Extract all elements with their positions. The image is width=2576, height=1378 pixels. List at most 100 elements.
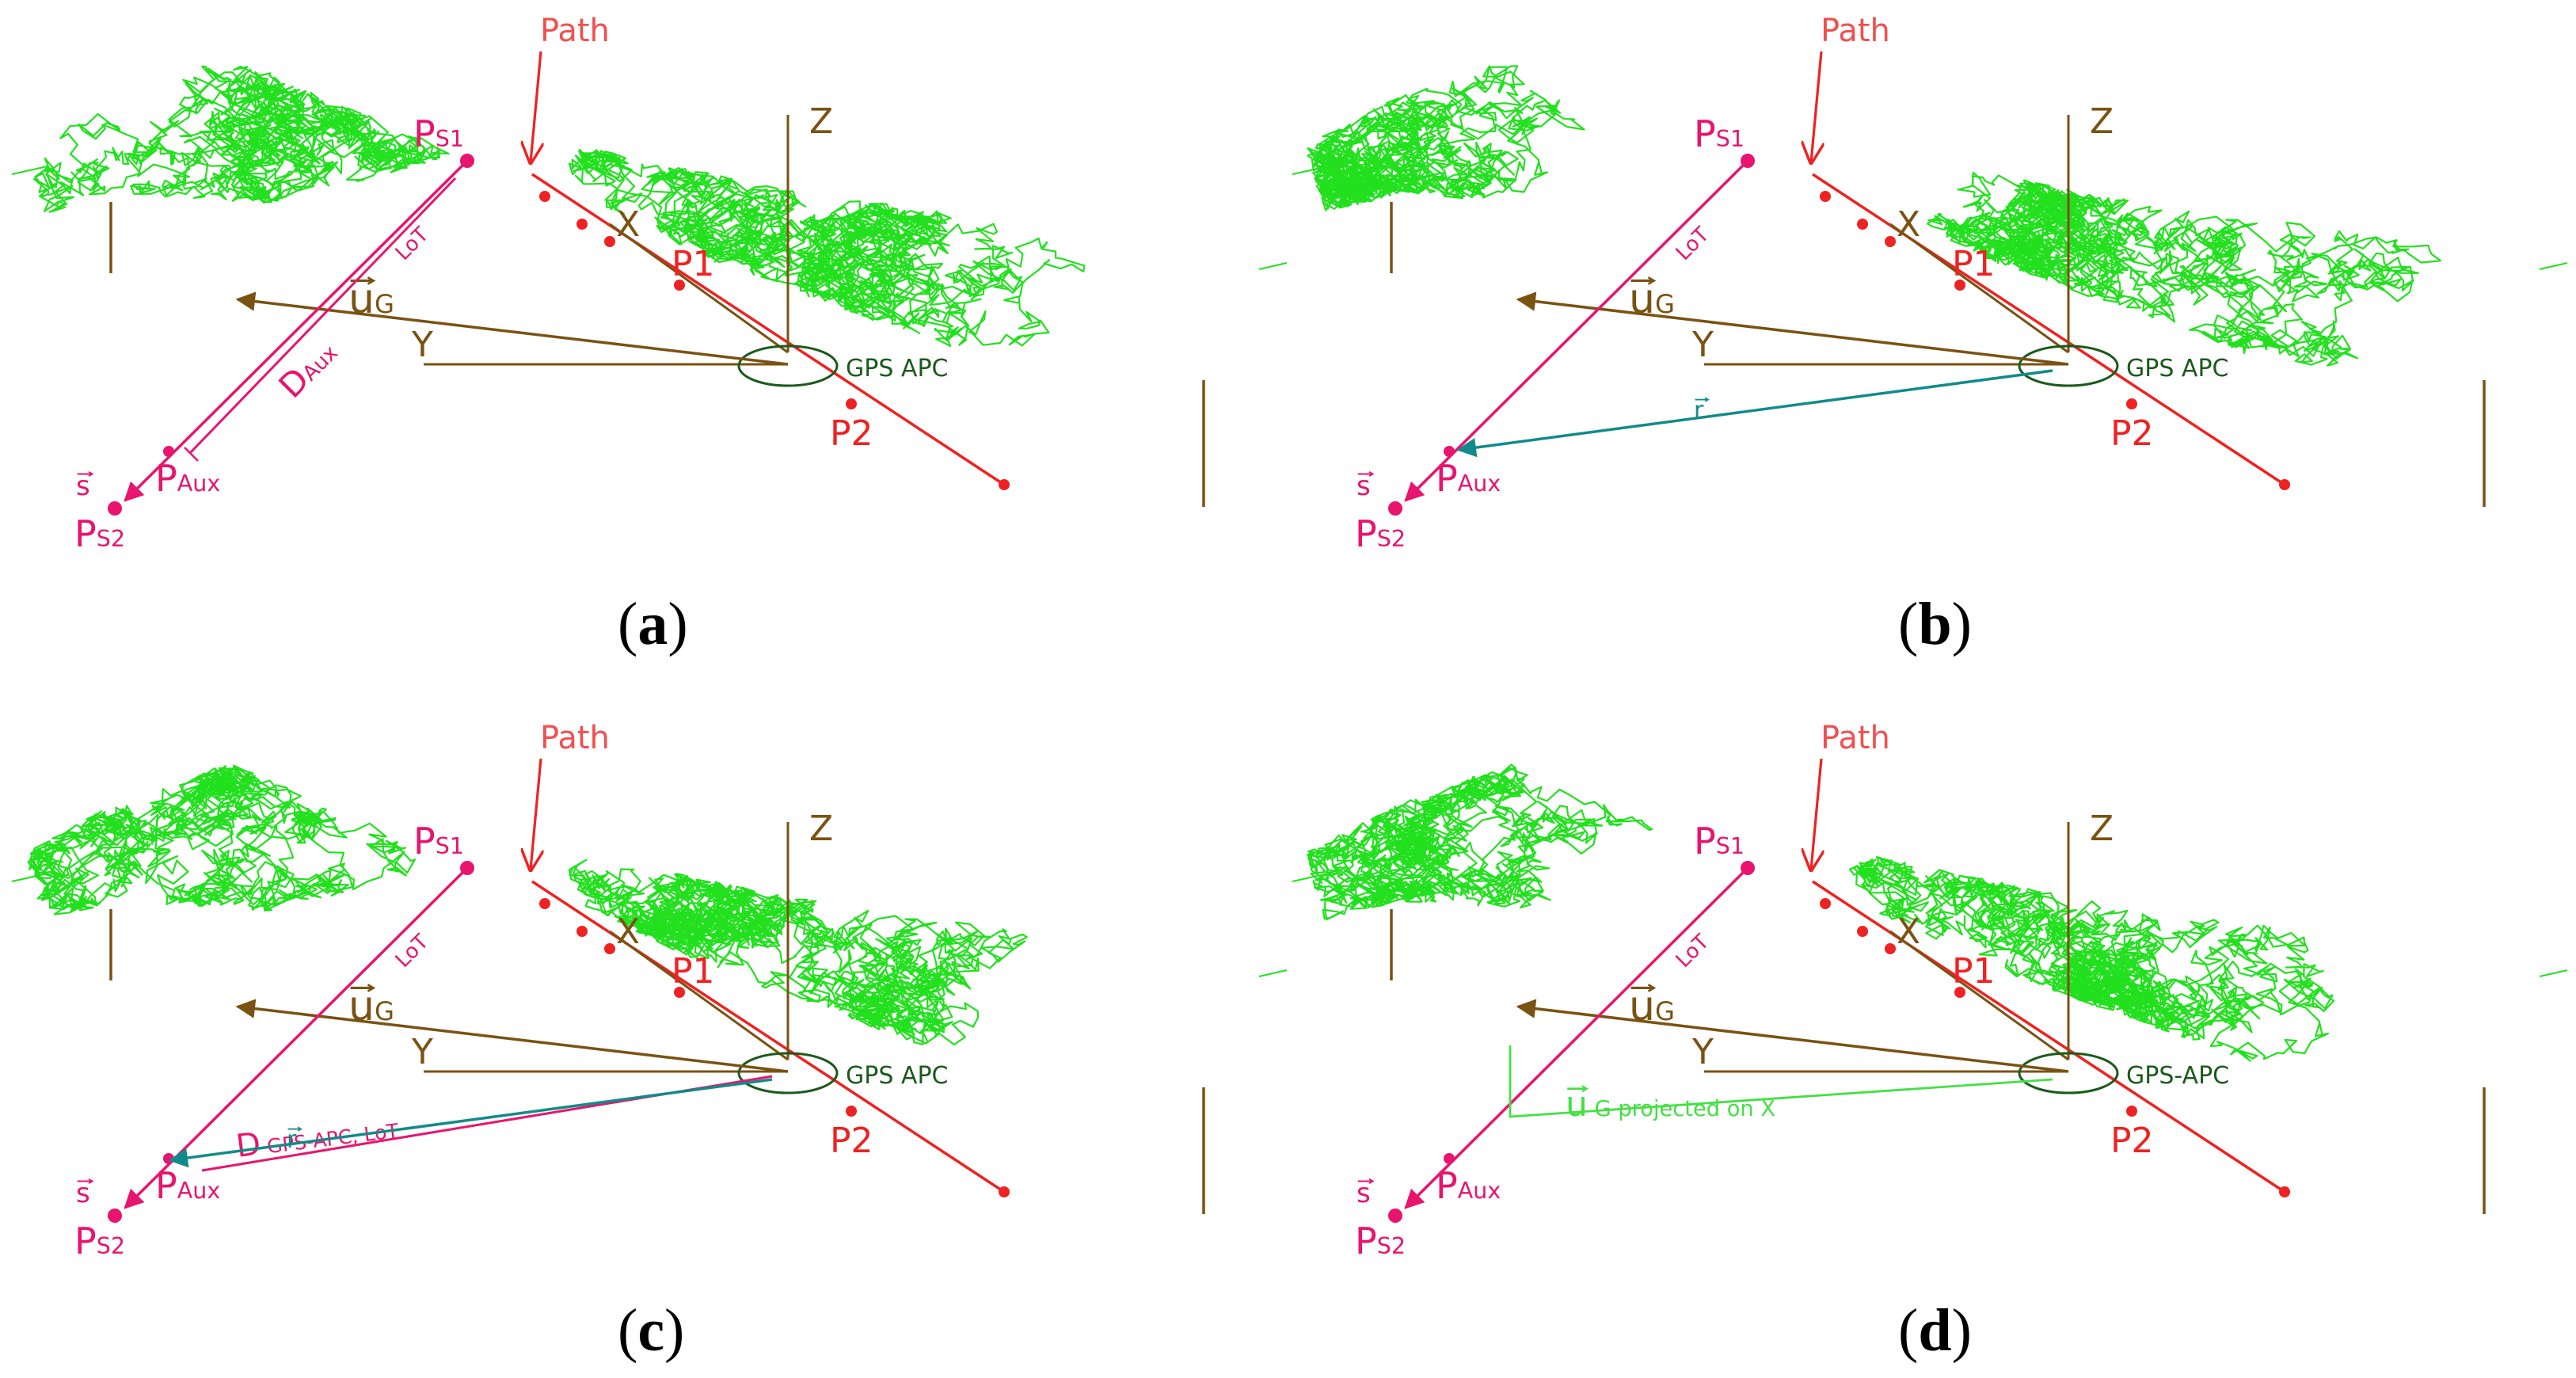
path-label: Path [1821,720,1890,756]
path-point [999,1186,1010,1197]
lot-beam [124,159,469,502]
path-point [674,280,685,291]
path-pointer-arrow [531,758,541,870]
canopy-stray-line [2539,969,2568,977]
path-point [1954,987,1965,998]
y-axis-label: Y [1691,1032,1714,1072]
z-axis-label: Z [809,101,833,142]
ug-label-overarrow-head [1647,984,1657,992]
ps2-label: PS2 [1355,1220,1406,1262]
ps2-point [1388,501,1402,516]
path-point [1885,236,1896,247]
canopy-stray-line [1292,166,1329,175]
canopy-stray-line [1258,262,1288,270]
path-point [2279,479,2290,490]
ug-label-overarrow-head [367,276,376,285]
gps-apc-label: GPS APC [846,1062,948,1090]
right-tree-canopy [568,148,1086,347]
ps1-label: PS1 [413,820,464,862]
s-vector-label: s [1356,470,1371,502]
p2-label: P2 [830,1121,873,1161]
path-point [604,943,615,954]
gps-apc-ellipse [2018,344,2119,387]
ps1-label: PS1 [1694,820,1745,862]
path-point [1857,926,1868,937]
left-tree-canopy [32,65,450,213]
panel-caption-d: (d) [1898,1297,1972,1364]
r-vector-label-overarrow-head [1704,397,1710,402]
r-vector-label: r [1694,397,1704,424]
path-point [2126,398,2137,409]
r-vector [168,1078,773,1168]
ug-projected-label: u G projected on X [1566,1084,1775,1125]
x-axis [609,930,789,1061]
path-point [539,191,550,202]
path-label: Path [540,13,610,49]
paux-point [1444,1153,1455,1164]
p2-label: P2 [2110,413,2154,454]
daux-dimension-line [188,177,457,455]
r-vector [1456,369,2053,458]
r-vector-label: r [287,1126,297,1154]
paux-label: PAux [155,457,220,500]
x-axis-label: X [1897,204,1920,245]
paux-label: PAux [1436,1164,1501,1207]
daux-tick [184,447,199,462]
z-axis-label: Z [809,809,833,849]
panel-caption-b: (b) [1898,591,1972,657]
gps-apc-label: GPS APC [2126,355,2228,383]
s-vector-label: s [1356,1178,1371,1209]
panel-caption-c: (c) [618,1297,684,1364]
d-gps-apc-lot-label: D GPS-APC, LoT [234,1109,401,1165]
panel-caption-a: (a) [618,591,688,657]
path-point [2126,1106,2137,1117]
path-point [604,236,615,247]
paux-point [163,446,174,457]
gps-apc-ellipse [737,344,839,387]
paux-point [1444,446,1455,457]
canopy-stray-line [11,873,48,882]
canopy-stray-line [2539,262,2568,270]
right-tree-canopy [1848,856,2335,1062]
ug-vector [1516,999,2069,1073]
path-pointer-arrow [1811,758,1821,870]
s-vector-label-overarrow-head [88,1178,94,1184]
path-point [1885,943,1896,954]
p1-label: P1 [672,951,715,992]
p1-label: P1 [1952,244,1996,284]
path-point [576,926,588,937]
path-label: Path [540,720,610,756]
r-vector-label-overarrow-head [297,1126,302,1132]
ug-label-overarrow-head [367,984,376,992]
y-axis-label: Y [411,325,433,365]
x-axis [1889,223,2069,354]
path-point [846,398,857,409]
z-axis-label: Z [2090,101,2114,142]
gps-apc-label: GPS-APC [2126,1062,2229,1090]
gps-apc-ellipse [737,1052,839,1094]
p2-label: P2 [830,413,873,454]
p1-label: P1 [672,244,715,284]
ps1-point [1741,861,1755,875]
ps1-label: PS1 [1694,112,1745,155]
s-vector-label-overarrow-head [1368,1178,1375,1184]
ug-vector [235,999,789,1073]
left-tree-canopy [1306,763,1653,921]
ps2-point [108,1209,122,1223]
canopy-stray-line [1292,873,1329,882]
left-tree-canopy [27,764,416,915]
gps-apc-label: GPS APC [846,355,948,383]
y-axis-label: Y [411,1032,433,1072]
ug-label: uG [1629,983,1675,1030]
ps1-point [460,154,474,168]
gps-apc-ellipse [2018,1052,2119,1094]
x-axis-label: X [616,912,640,952]
lot-beam [1404,866,1749,1209]
x-axis-label: X [616,204,640,245]
canopy-stray-line [11,166,48,175]
